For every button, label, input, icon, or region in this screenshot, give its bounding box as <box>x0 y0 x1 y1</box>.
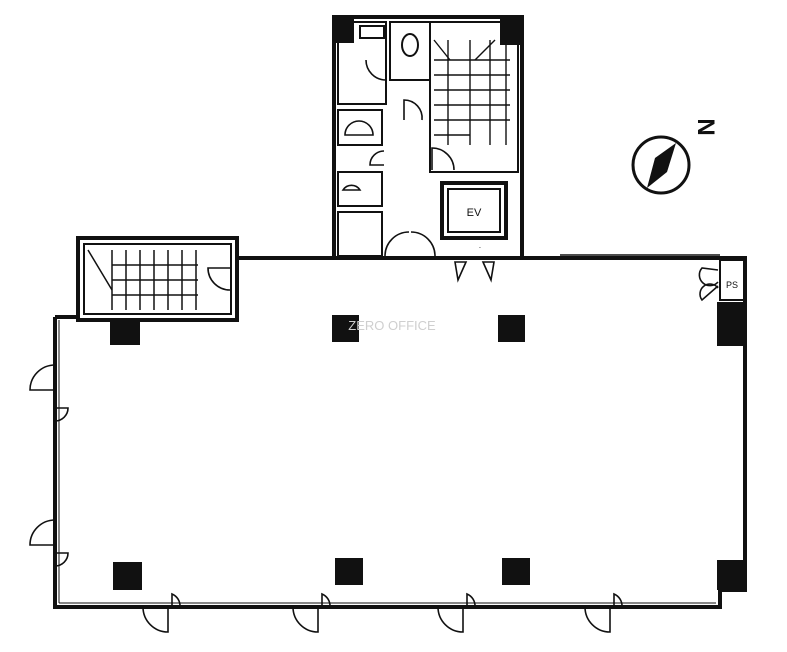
north-compass: N <box>631 118 719 195</box>
column <box>498 315 525 342</box>
column <box>717 302 745 346</box>
pipe-shaft-label: PS <box>726 280 738 290</box>
column <box>110 318 140 345</box>
column <box>717 560 745 590</box>
structural-columns <box>110 302 745 590</box>
stairwell-core <box>429 21 519 173</box>
svg-text:·: · <box>479 243 482 252</box>
stairwell-west <box>76 236 239 322</box>
exterior-doors <box>29 364 623 633</box>
pipe-shaft: PS <box>698 259 745 302</box>
column <box>502 558 530 585</box>
core-block: EV · <box>332 15 524 283</box>
watermark: ZERO OFFICE <box>348 318 436 333</box>
elevator-hall-door <box>454 261 495 283</box>
column <box>335 558 363 585</box>
elevator-label: EV <box>467 207 482 219</box>
compass-needle-icon <box>647 143 676 188</box>
elevator: EV · <box>440 181 508 252</box>
north-label: N <box>692 118 719 135</box>
core-entrance-door <box>384 231 436 257</box>
column <box>113 562 142 590</box>
restrooms <box>337 21 431 257</box>
office-outer-wall <box>53 256 747 609</box>
column <box>332 315 359 342</box>
